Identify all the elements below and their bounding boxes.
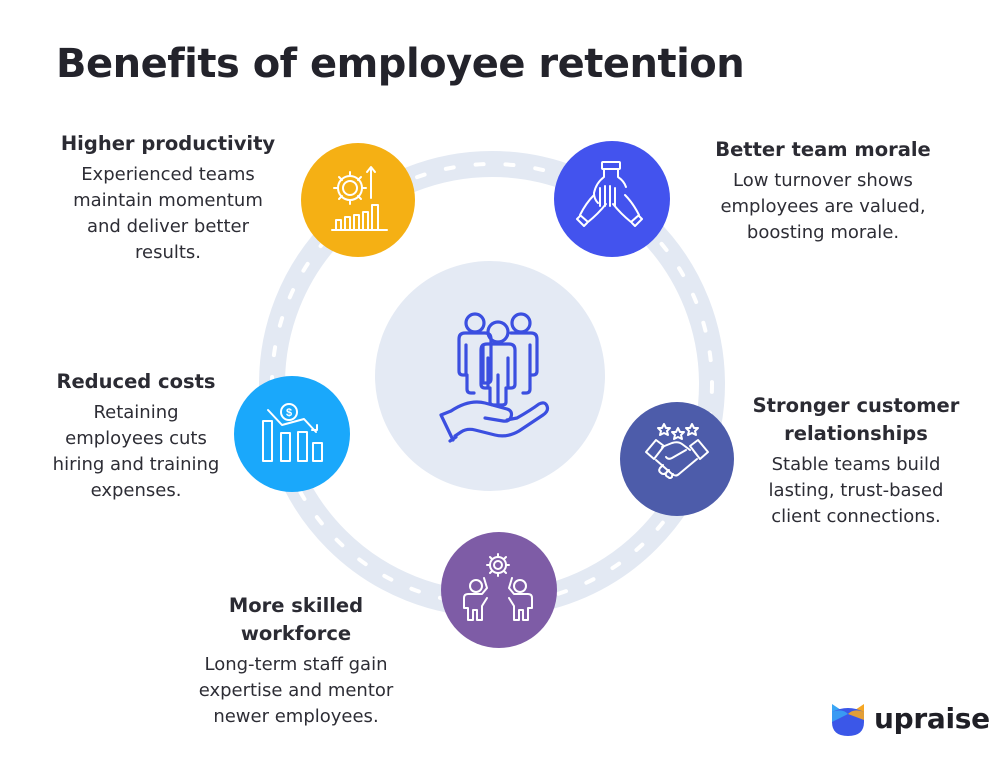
benefit-skilled: More skilled workforce Long-term staff g… <box>178 592 414 730</box>
morale-badge <box>554 141 670 257</box>
benefit-heading: Reduced costs <box>56 370 216 393</box>
people-in-hand-icon <box>439 312 550 443</box>
benefit-morale: Better team morale Low turnover shows em… <box>692 136 954 246</box>
heading-line: workforce <box>240 622 352 645</box>
desc-line: Long-term staff gain <box>204 654 388 675</box>
upraise-logo: upraise <box>830 700 990 738</box>
desc-line: maintain momentum <box>73 190 263 211</box>
heading-line: Stronger customer <box>752 394 960 417</box>
benefit-description: Long-term staff gain expertise and mento… <box>178 652 414 730</box>
dollar-declining-chart-icon: $ <box>262 403 323 462</box>
desc-line: employees are valued, <box>720 196 926 217</box>
benefit-description: Low turnover shows employees are valued,… <box>692 168 954 246</box>
teamwork-gear-icon <box>463 553 533 621</box>
stacked-hands-icon <box>576 161 643 227</box>
desc-line: client connections. <box>771 506 941 527</box>
desc-line: and deliver better <box>86 216 250 237</box>
desc-line: results. <box>134 242 202 263</box>
desc-line: employees cuts <box>65 428 207 449</box>
desc-line: expertise and mentor <box>198 680 394 701</box>
benefit-customer: Stronger customer relationships Stable t… <box>738 392 974 530</box>
desc-line: Low turnover shows <box>733 170 913 191</box>
costs-badge: $ <box>234 376 350 492</box>
benefit-heading: More skilled workforce <box>178 592 414 648</box>
benefit-heading: Stronger customer relationships <box>738 392 974 448</box>
benefit-description: Stable teams build lasting, trust-based … <box>738 452 974 530</box>
handshake-stars-icon <box>645 423 709 479</box>
benefit-productivity: Higher productivity Experienced teams ma… <box>40 130 296 266</box>
desc-line: newer employees. <box>213 706 379 727</box>
upraise-logo-text: upraise <box>874 702 990 735</box>
heading-line: More skilled <box>228 594 364 617</box>
desc-line: hiring and training <box>52 454 220 475</box>
gear-growth-chart-icon <box>331 166 388 231</box>
benefit-description: Experienced teams maintain momentum and … <box>40 162 296 266</box>
upraise-logo-mark-icon <box>832 704 864 736</box>
page-title: Benefits of employee retention <box>56 41 745 87</box>
svg-text:$: $ <box>286 407 292 419</box>
desc-line: lasting, trust-based <box>768 480 944 501</box>
desc-line: Retaining <box>93 402 179 423</box>
desc-line: expenses. <box>90 480 182 501</box>
benefit-costs: Reduced costs Retaining employees cuts h… <box>38 368 234 504</box>
desc-line: Stable teams build <box>771 454 941 475</box>
benefit-heading: Better team morale <box>715 138 931 161</box>
desc-line: boosting morale. <box>746 222 900 243</box>
heading-line: relationships <box>784 422 928 445</box>
skilled-badge <box>441 532 557 648</box>
benefit-heading: Higher productivity <box>60 132 276 155</box>
customer-badge <box>620 402 734 516</box>
productivity-badge <box>301 143 415 257</box>
benefit-description: Retaining employees cuts hiring and trai… <box>38 400 234 504</box>
desc-line: Experienced teams <box>81 164 255 185</box>
